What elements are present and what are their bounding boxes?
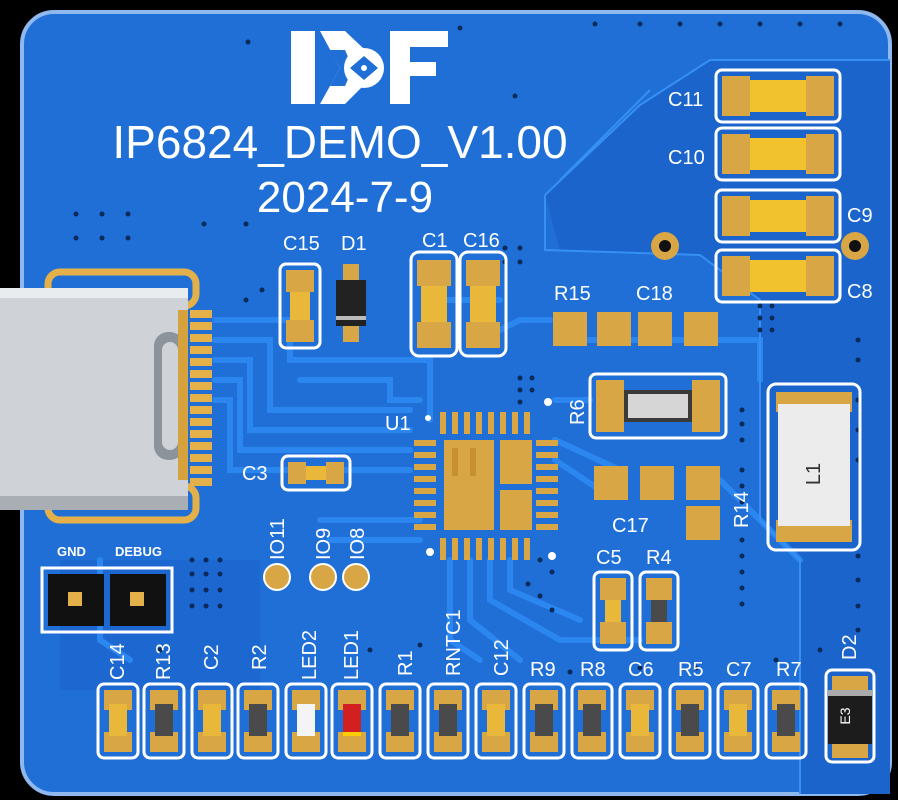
brand-logo [291, 31, 448, 104]
capacitor-c2 [190, 682, 234, 760]
resistor-r6 [588, 372, 728, 440]
capacitor-c15 [278, 262, 322, 350]
label-c8: C8 [847, 281, 873, 303]
capacitor-c10 [714, 126, 842, 182]
label-r14: R14 [731, 491, 753, 528]
capacitor-c6 [618, 682, 662, 760]
label-r9: R9 [530, 659, 556, 681]
label-d2: D2 [839, 634, 861, 660]
resistor-rntc1 [426, 682, 470, 760]
label-c17: C17 [612, 515, 649, 537]
capacitor-c11 [714, 68, 842, 124]
capacitor-c8 [714, 248, 842, 304]
inductor-l1 [766, 382, 862, 552]
capacitor-c16 [458, 250, 508, 358]
label-r13: R13 [153, 643, 175, 680]
label-c15: C15 [283, 233, 320, 255]
label-c7: C7 [726, 659, 752, 681]
label-c11: C11 [668, 89, 703, 111]
label-c2: C2 [201, 644, 223, 670]
label-led2: LED2 [299, 630, 321, 680]
label-u1: U1 [385, 413, 411, 435]
label-led1: LED1 [341, 630, 363, 680]
trace-outline [544, 59, 890, 794]
label-r7: R7 [776, 659, 802, 681]
label-r8: R8 [580, 659, 606, 681]
label-e3: E3 [837, 707, 853, 724]
test-point-io9 [309, 563, 337, 591]
test-point-io11 [263, 563, 291, 591]
label-c16: C16 [463, 230, 500, 252]
capacitor-c5 [592, 570, 634, 652]
capacitor-c9 [714, 188, 842, 244]
resistor-r1 [378, 682, 422, 760]
capacitor-c7 [716, 682, 760, 760]
test-point-io8 [342, 563, 370, 591]
label-io8: IO8 [347, 528, 369, 560]
resistor-r2 [236, 682, 280, 760]
capacitor-c12 [474, 682, 518, 760]
resistor-r5 [668, 682, 712, 760]
label-io9: IO9 [313, 528, 335, 560]
label-r2: R2 [249, 644, 271, 670]
via-field [73, 21, 861, 675]
bottom-component-row [96, 682, 808, 760]
resistor-r15 [553, 312, 631, 346]
label-r4: R4 [646, 547, 672, 569]
resistor-r13 [142, 682, 186, 760]
led-led2 [284, 682, 328, 760]
resistor-r4 [638, 570, 680, 652]
capacitor-c18 [638, 312, 718, 346]
label-gnd: GND [57, 544, 86, 559]
usb-c-connector [0, 268, 212, 524]
label-r1: R1 [395, 650, 417, 676]
label-c3: C3 [242, 463, 268, 485]
diode-d2 [824, 668, 876, 764]
label-r5: R5 [678, 659, 704, 681]
resistor-r8 [570, 682, 614, 760]
board-date: 2024-7-9 [257, 173, 433, 222]
label-d1: D1 [341, 233, 367, 255]
label-r6: R6 [567, 399, 589, 425]
resistor-r7 [764, 682, 808, 760]
label-c10: C10 [668, 147, 705, 169]
label-c12: C12 [491, 639, 513, 676]
label-l1: L1 [803, 463, 825, 485]
capacitor-c14 [96, 682, 140, 760]
mounting-hole [841, 232, 869, 260]
resistor-r9 [522, 682, 566, 760]
capacitor-c1 [409, 250, 459, 358]
label-c9: C9 [847, 205, 873, 227]
board-title: IP6824_DEMO_V1.00 [112, 116, 567, 168]
label-c18: C18 [636, 283, 673, 305]
label-c6: C6 [628, 659, 654, 681]
label-rntc1: RNTC1 [443, 609, 465, 676]
resistor-r14 [686, 466, 720, 540]
label-r15: R15 [554, 283, 591, 305]
bottom-labels: C14 R13 C2 R2 LED2 LED1 R1 RNTC1 C12 R9 … [107, 609, 861, 681]
label-c1: C1 [422, 230, 448, 252]
ic-u1 [414, 398, 558, 560]
led-led1 [330, 682, 374, 760]
debug-header [40, 566, 174, 634]
capacitor-c3 [280, 454, 352, 492]
label-c5: C5 [596, 547, 622, 569]
label-c14: C14 [107, 643, 129, 680]
label-debug: DEBUG [115, 544, 162, 559]
capacitor-c17 [594, 466, 674, 500]
mounting-hole [651, 232, 679, 260]
label-io11: IO11 [267, 518, 289, 560]
diode-d1 [336, 264, 366, 342]
